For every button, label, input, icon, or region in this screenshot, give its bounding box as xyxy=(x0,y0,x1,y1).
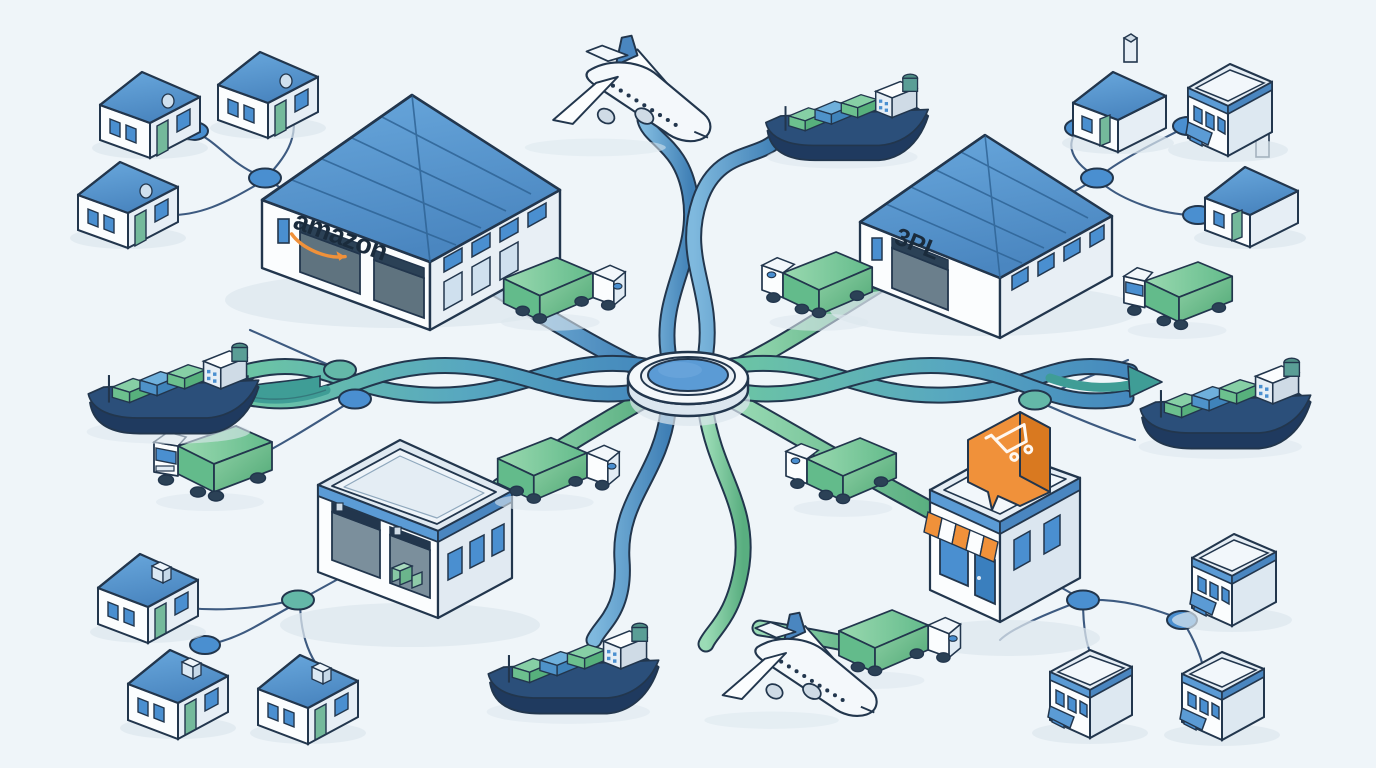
route-hub-to-sea-east[interactable] xyxy=(723,354,1139,404)
storefront[interactable] xyxy=(1032,648,1148,744)
central-hub[interactable] xyxy=(626,350,750,426)
route-node[interactable] xyxy=(1080,167,1114,189)
box-truck[interactable] xyxy=(1121,261,1234,339)
house[interactable] xyxy=(90,552,206,645)
house[interactable] xyxy=(1194,128,1306,249)
box-truck[interactable] xyxy=(494,436,621,511)
cargo-ships xyxy=(86,73,1312,724)
shopping-cart-badge[interactable] xyxy=(967,411,1051,511)
route-node[interactable] xyxy=(281,589,315,611)
route-node[interactable] xyxy=(1018,389,1052,411)
house[interactable] xyxy=(250,653,366,746)
cargo-ship[interactable] xyxy=(486,622,660,724)
retail-store[interactable] xyxy=(916,411,1100,656)
storefront[interactable] xyxy=(1172,532,1292,632)
cargo-ship[interactable] xyxy=(1138,357,1312,459)
skylight-icon xyxy=(150,561,173,585)
storefront[interactable] xyxy=(1168,62,1288,162)
airplanes xyxy=(524,34,878,729)
pallet-boxes xyxy=(390,561,423,590)
box-truck[interactable] xyxy=(151,425,273,511)
airplane[interactable] xyxy=(704,611,878,729)
route-hub-to-sea-south[interactable] xyxy=(585,403,677,649)
amazon-warehouse[interactable]: amazon xyxy=(225,93,575,332)
house[interactable] xyxy=(120,648,236,741)
box-truck[interactable] xyxy=(500,256,627,331)
house[interactable] xyxy=(210,50,326,140)
commercial-destinations xyxy=(1032,62,1292,746)
house[interactable] xyxy=(70,160,186,250)
box-truck[interactable] xyxy=(784,437,898,517)
route-hub-to-sea-north[interactable] xyxy=(685,129,787,361)
cargo-ship[interactable] xyxy=(86,342,260,444)
house[interactable] xyxy=(1062,33,1174,154)
route-node[interactable] xyxy=(338,388,372,410)
distribution-center[interactable] xyxy=(280,438,540,647)
box-truck[interactable] xyxy=(760,251,874,331)
residential-destinations xyxy=(70,33,1306,746)
skylight-icon xyxy=(310,662,333,686)
airplane[interactable] xyxy=(524,34,712,157)
store-awning xyxy=(923,511,999,563)
route-node[interactable] xyxy=(323,359,357,381)
cargo-ship[interactable] xyxy=(765,73,930,169)
route-hub-to-sea-west[interactable] xyxy=(237,354,653,404)
arrow-east-icon xyxy=(1045,365,1163,398)
skylight-icon xyxy=(180,657,203,681)
route-node[interactable] xyxy=(189,635,221,655)
shopping-cart-icon xyxy=(984,423,1034,462)
3pl-warehouse[interactable]: 3PL xyxy=(830,133,1140,340)
route-hub-to-sea-east-2[interactable] xyxy=(721,356,1135,410)
route-node[interactable] xyxy=(248,167,282,189)
route-hub-to-air-south[interactable] xyxy=(697,403,752,653)
storefront[interactable] xyxy=(1164,650,1280,746)
house[interactable] xyxy=(92,70,208,160)
route-node[interactable] xyxy=(1066,589,1100,611)
